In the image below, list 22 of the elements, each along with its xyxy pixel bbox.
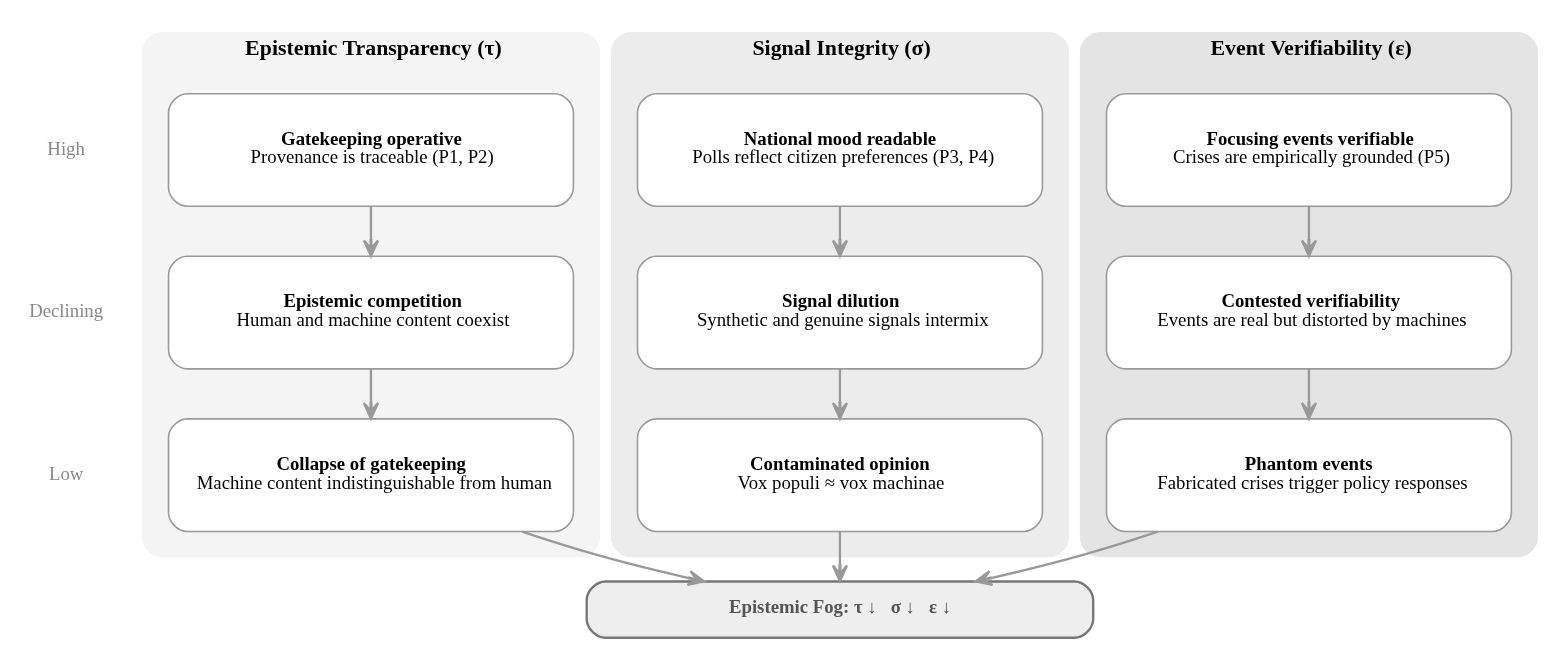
node-box: Phantom events Fabricated crises trigger policy responses: [1105, 417, 1513, 532]
arrow: [362, 368, 380, 420]
arrow: [1300, 368, 1318, 420]
arrow: [831, 205, 849, 257]
node-box: Gatekeeping operative Provenance is traceable (P1, P2): [167, 92, 575, 207]
arrow: [362, 205, 380, 257]
node-box: Collapse of gatekeeping Machine content indistinguishable from human: [167, 417, 575, 532]
node-box: Epistemic competition Human and machine content coexist: [167, 255, 575, 370]
label: Declining: [29, 299, 104, 321]
arrow: [1300, 205, 1318, 257]
node-box: Contaminated opinion Vox populi ≈ vox machinae: [636, 417, 1044, 532]
arrow: [831, 531, 849, 582]
arrow: [974, 530, 1159, 586]
node-box: Contested verifiability Events are real but distorted by machines: [1105, 255, 1513, 370]
label: Low: [48, 462, 84, 484]
label: High: [47, 137, 85, 159]
node-box: Focusing events verifiable Crises are empirically grounded (P5): [1105, 92, 1513, 207]
node-box: National mood readable Polls reflect citizen preferences (P3, P4): [636, 92, 1044, 207]
node-box: Epistemic Fog: τ ↓ σ ↓ ε ↓: [585, 579, 1095, 639]
node-box: Signal dilution Synthetic and genuine signals intermix: [636, 255, 1044, 370]
arrow: [521, 530, 706, 586]
arrow: [831, 368, 849, 420]
